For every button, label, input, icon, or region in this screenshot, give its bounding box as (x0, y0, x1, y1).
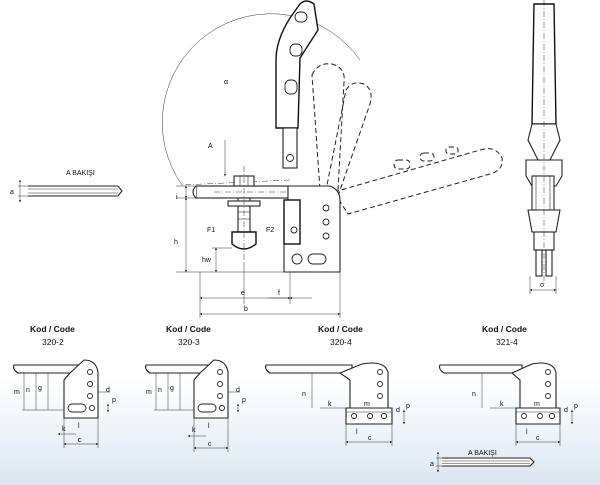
dim-k-label: k (62, 426, 66, 433)
dim-g-label: g (170, 385, 174, 392)
dim-l-label: l (78, 423, 80, 430)
variant-header: Kod / Code (30, 324, 75, 334)
a-view-detail: A BAKIŞI a (10, 170, 123, 203)
dim-k-label: k (192, 427, 196, 434)
variant-header: Kod / Code (166, 324, 211, 334)
dim-p-label: p (406, 403, 410, 410)
dim-l-label: l (526, 429, 528, 436)
variant-header: Kod / Code (318, 324, 363, 334)
dim-m-label: m (146, 389, 152, 396)
variant-321-4: Kod / Code 321-4 n k m d p l c (438, 324, 578, 446)
dim-n-label: n (158, 387, 162, 394)
front-view: o (525, 0, 563, 294)
dim-a-label: a (430, 461, 434, 468)
dim-d-label: d (236, 387, 240, 394)
dim-m-label: m (14, 389, 20, 396)
dim-a-label: a (10, 189, 14, 196)
dim-m-label: m (534, 401, 540, 408)
dim-hw-label: hw (202, 257, 212, 264)
dim-c-label: c (78, 437, 82, 444)
dim-c-label: c (368, 435, 372, 442)
variant-320-3: Kod / Code 320-3 m n g d p k l c (144, 324, 246, 452)
variant-320-2: Kod / Code 320-2 m n g d p k l c (12, 324, 116, 448)
dim-f-label: f (278, 290, 280, 297)
a-view-detail-bottom: A BAKIŞI a (430, 450, 535, 473)
dim-b-label: b (244, 306, 248, 313)
dim-d-label: d (396, 407, 400, 414)
dim-d-label: d (106, 387, 110, 394)
force-F2-label: F2 (266, 227, 274, 234)
dim-n-label: n (302, 391, 306, 398)
dim-k-label: k (500, 401, 504, 408)
variant-code: 321-4 (496, 337, 518, 347)
variant-code: 320-4 (330, 337, 352, 347)
dim-g-label: g (38, 385, 42, 392)
dim-p-label: p (574, 403, 578, 410)
a-view-label: A BAKIŞI (66, 170, 95, 177)
alpha-label: α (224, 79, 228, 86)
swing-arc (162, 13, 361, 186)
main-side-view: α A (162, 0, 503, 318)
dim-k-label: k (328, 401, 332, 408)
dim-m-label: m (364, 401, 370, 408)
dim-e-label: e (241, 290, 245, 297)
variant-header: Kod / Code (482, 324, 527, 334)
dim-i-label: i (176, 194, 178, 201)
dim-n-label: n (26, 387, 30, 394)
dim-c-label: c (536, 435, 540, 442)
dim-h-label: h (174, 239, 178, 246)
dim-p-label: p (112, 397, 116, 404)
force-F1-label: F1 (207, 227, 215, 234)
a-view-label: A BAKIŞI (468, 450, 497, 457)
dim-p-label: p (242, 397, 246, 404)
dim-n-label: n (472, 391, 476, 398)
variant-code: 320-2 (42, 337, 64, 347)
dim-l-label: l (208, 423, 210, 430)
variant-code: 320-3 (178, 337, 200, 347)
dim-o-label: o (540, 282, 544, 289)
dim-l-label: l (356, 429, 358, 436)
dim-d-label: d (564, 407, 568, 414)
dim-c-label: c (208, 441, 212, 448)
variant-320-4: Kod / Code 320-4 n k m d p l c (264, 324, 410, 446)
arrow-A-label: A (208, 143, 213, 150)
